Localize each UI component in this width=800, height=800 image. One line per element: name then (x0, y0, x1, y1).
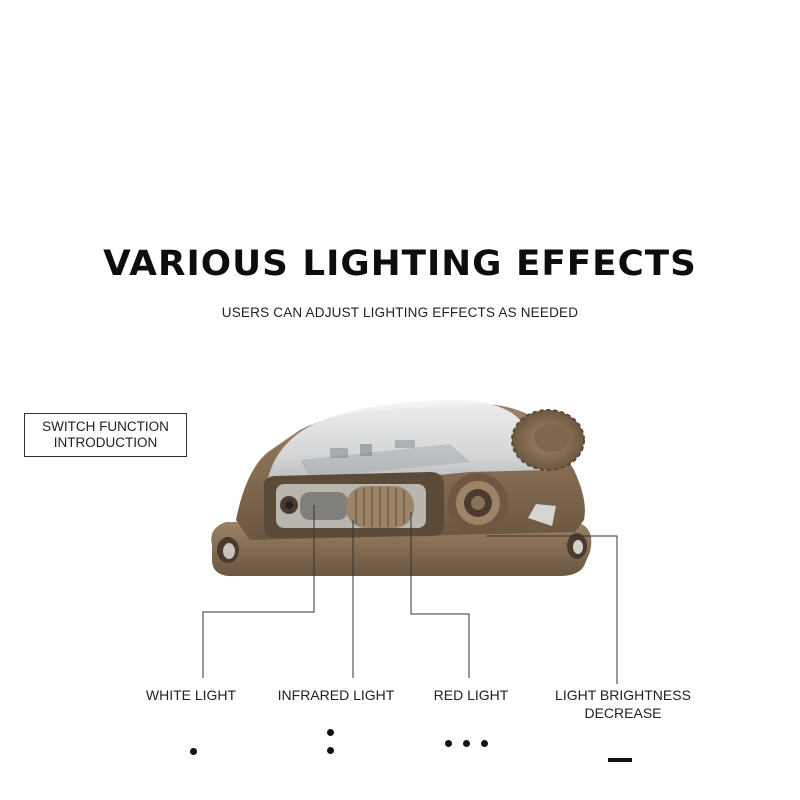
pattern-dot (327, 747, 334, 754)
label-brightness-decrease: LIGHT BRIGHTNESS DECREASE (540, 686, 706, 722)
page-title: VARIOUS LIGHTING EFFECTS (103, 244, 697, 284)
label-white-light: WHITE LIGHT (145, 687, 237, 703)
leader-white-light (202, 505, 315, 678)
rotary-knob (511, 409, 585, 471)
leader-brightness (486, 535, 618, 684)
pattern-dot (463, 740, 470, 747)
label-red-light: RED LIGHT (433, 687, 509, 703)
switch-function-box: SWITCH FUNCTION INTRODUCTION (24, 413, 187, 457)
brightness-button (448, 473, 508, 533)
switch-function-line2: INTRODUCTION (53, 435, 158, 450)
pattern-dot (481, 740, 488, 747)
label-brightness-line1: LIGHT BRIGHTNESS (555, 687, 691, 703)
leader-lines (202, 505, 618, 684)
pattern-dot (190, 748, 197, 755)
pattern-dot (327, 729, 334, 736)
pattern-dash (608, 758, 632, 762)
pattern-dot (445, 740, 452, 747)
label-infrared-light: INFRARED LIGHT (277, 687, 395, 703)
selector-switch (346, 486, 414, 528)
leader-red-light (410, 512, 470, 678)
label-brightness-line2: DECREASE (584, 705, 662, 721)
page-subtitle: USERS CAN ADJUST LIGHTING EFFECTS AS NEE… (221, 305, 579, 320)
switch-function-line1: SWITCH FUNCTION (42, 419, 169, 434)
